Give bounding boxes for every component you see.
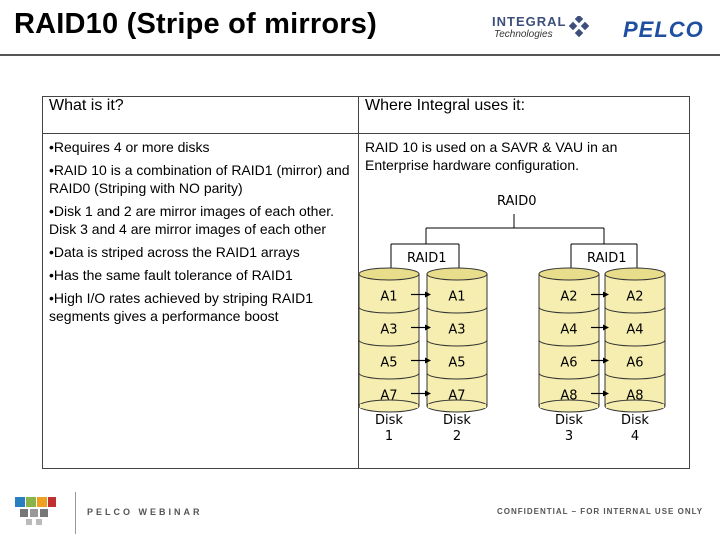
- right-column-header: Where Integral uses it:: [358, 96, 690, 134]
- disk-number: 4: [631, 429, 639, 444]
- disk-segment-line: [359, 306, 420, 314]
- integral-diamond-icon: [568, 16, 590, 38]
- pelco-logo: PELCO: [623, 17, 704, 42]
- disk-bottom-mask: [540, 404, 598, 408]
- mirror-arrow-head: [603, 324, 609, 331]
- disk-block-label: A1: [448, 290, 465, 305]
- disk-block-label: A3: [380, 323, 397, 338]
- mirror-arrow-head: [603, 390, 609, 397]
- disk-segment-line: [604, 306, 666, 314]
- disk-block-label: A3: [448, 323, 465, 338]
- bullet-item: •RAID 10 is a combination of RAID1 (mirr…: [49, 162, 350, 196]
- disk-block-label: A7: [380, 389, 397, 404]
- pelco-webinar-logo-icon: [15, 497, 56, 525]
- mirror-arrow-head: [425, 324, 431, 331]
- bullet-item: •High I/O rates achieved by striping RAI…: [49, 290, 314, 324]
- disk-top: [604, 267, 666, 281]
- disk-segment-line: [604, 372, 666, 380]
- disk-block-label: A5: [448, 356, 465, 371]
- page-title: RAID10 (Stripe of mirrors): [14, 8, 377, 40]
- disk-segment-line: [538, 339, 600, 347]
- raid-table: What is it? Where Integral uses it: •Req…: [42, 96, 690, 469]
- left-column-body: •Requires 4 or more disks •RAID 10 is a …: [42, 133, 359, 469]
- disk-bottom-mask: [606, 404, 664, 408]
- raid1-right-label: RAID1: [587, 251, 627, 266]
- disk-number: 2: [453, 429, 461, 444]
- disk-segment-line: [604, 339, 666, 347]
- title-divider: [0, 54, 720, 56]
- integral-logo-subtext: Technologies: [494, 29, 553, 40]
- disk-top: [426, 267, 488, 281]
- integral-logo-text: INTEGRAL: [492, 14, 567, 29]
- mirror-arrow-head: [425, 291, 431, 298]
- disk-label: Disk: [555, 413, 583, 428]
- disk-label: Disk: [443, 413, 471, 428]
- disk-block-label: A4: [626, 323, 643, 338]
- disk-segment-line: [426, 306, 488, 314]
- disk-body: [604, 273, 666, 407]
- disk-block-label: A2: [626, 290, 643, 305]
- bullet-item: •Has the same fault tolerance of RAID1: [49, 267, 293, 283]
- disk-top: [359, 267, 420, 281]
- integral-logo: INTEGRAL Technologies: [492, 14, 592, 44]
- disk-group: A1A3A5A7Disk1A1A3A5A7Disk2A2A4A6A8Disk3A…: [359, 267, 666, 444]
- disk-segment-line: [426, 372, 488, 380]
- disk-block-label: A8: [626, 389, 643, 404]
- mirror-arrow-head: [603, 291, 609, 298]
- bullet-item: •Requires 4 or more disks: [49, 139, 210, 155]
- disk-top: [538, 267, 600, 281]
- disk-block-label: A7: [448, 389, 465, 404]
- usage-description: RAID 10 is used on a SAVR & VAU in an En…: [365, 139, 618, 173]
- disk-block-label: A6: [626, 356, 643, 371]
- right-column-body: RAID 10 is used on a SAVR & VAU in an En…: [358, 133, 690, 469]
- footer-confidential-label: CONFIDENTIAL – FOR INTERNAL USE ONLY: [497, 507, 704, 516]
- disk-segment-line: [538, 306, 600, 314]
- bullet-item: •Disk 1 and 2 are mirror images of each …: [49, 203, 335, 237]
- raid0-label: RAID0: [497, 194, 537, 209]
- disk-block-label: A4: [560, 323, 577, 338]
- disk-segment-line: [359, 339, 420, 347]
- footer-webinar-label: PELCO WEBINAR: [87, 507, 203, 517]
- disk-segment-line: [426, 339, 488, 347]
- disk-label: Disk: [375, 413, 403, 428]
- footer-divider: [75, 492, 76, 534]
- mirror-arrow-head: [425, 357, 431, 364]
- disk-segment-line: [538, 372, 600, 380]
- disk-block-label: A1: [380, 290, 397, 305]
- disk-block-label: A5: [380, 356, 397, 371]
- disk-number: 3: [565, 429, 573, 444]
- disk-bottom-mask: [360, 404, 418, 408]
- mirror-arrow-head: [603, 357, 609, 364]
- disk-block-label: A6: [560, 356, 577, 371]
- raid1-left-label: RAID1: [407, 251, 447, 266]
- disk-block-label: A8: [560, 389, 577, 404]
- bullet-item: •Data is striped across the RAID1 arrays: [49, 244, 300, 260]
- disk-segment-line: [359, 372, 420, 380]
- disk-bottom-mask: [428, 404, 486, 408]
- disk-label: Disk: [621, 413, 649, 428]
- left-column-header: What is it?: [42, 96, 359, 134]
- disk-number: 1: [385, 429, 393, 444]
- disk-block-label: A2: [560, 290, 577, 305]
- mirror-arrow-head: [425, 390, 431, 397]
